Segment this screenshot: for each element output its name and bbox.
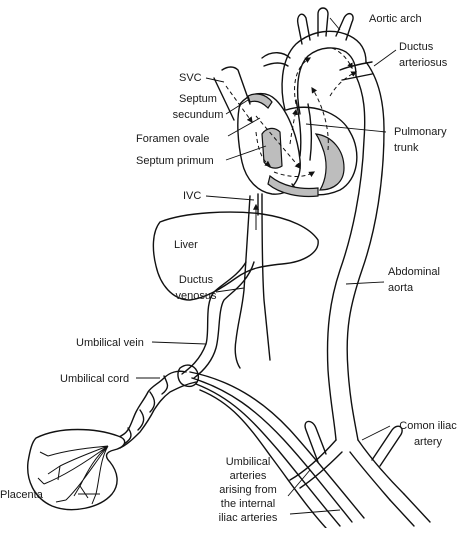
label-ivc: IVC bbox=[183, 190, 201, 202]
iliac-arteries bbox=[289, 420, 431, 527]
label-placenta: Placenta bbox=[0, 489, 44, 501]
flow-arrows bbox=[225, 47, 358, 178]
label-umbilical-arteries-5: iliac arteries bbox=[219, 512, 278, 524]
label-umbilical-arteries-3: arising from bbox=[219, 484, 276, 496]
liver-shape bbox=[152, 211, 319, 301]
label-aortic-arch: Aortic arch bbox=[369, 13, 422, 25]
label-ductus-arteriosus-2: arteriosus bbox=[399, 57, 448, 69]
label-umbilical-arteries-4: the internal bbox=[221, 498, 275, 510]
label-septum-primum: Septum primum bbox=[136, 155, 214, 167]
label-umbilical-cord: Umbilical cord bbox=[60, 373, 129, 385]
label-umbilical-arteries-1: Umbilical bbox=[226, 456, 271, 468]
label-umbilical-vein: Umbilical vein bbox=[76, 337, 144, 349]
umbilical-arteries-vessels bbox=[189, 371, 365, 529]
label-ductus-venosus-2: venosus bbox=[176, 290, 217, 302]
label-ductus-arteriosus-1: Ductus bbox=[399, 41, 434, 53]
placenta bbox=[27, 428, 126, 511]
svc-vessel bbox=[213, 66, 251, 121]
ductus-venosus-vessel bbox=[181, 261, 255, 379]
label-septum-secundum-2: secundum bbox=[173, 109, 224, 121]
pulmonary-trunk-vessel bbox=[295, 99, 313, 161]
label-abdominal-aorta-2: aorta bbox=[388, 282, 414, 294]
label-common-iliac-2: artery bbox=[414, 436, 443, 448]
label-ductus-venosus-1: Ductus bbox=[179, 274, 214, 286]
label-abdominal-aorta-1: Abdominal bbox=[388, 266, 440, 278]
label-pulmonary-trunk-1: Pulmonary bbox=[394, 126, 447, 138]
label-common-iliac-1: Comon iliac bbox=[399, 420, 457, 432]
umbilical-cord bbox=[107, 364, 200, 449]
label-liver: Liver bbox=[174, 239, 198, 251]
label-svc: SVC bbox=[179, 72, 202, 84]
leader-lines bbox=[78, 17, 397, 515]
heart bbox=[237, 93, 358, 198]
aortic-arch-vessel bbox=[281, 7, 385, 441]
label-pulmonary-trunk-2: trunk bbox=[394, 142, 419, 154]
septum-secundum-shape bbox=[247, 93, 273, 109]
label-foramen-ovale: Foramen ovale bbox=[136, 133, 209, 145]
label-umbilical-arteries-2: arteries bbox=[230, 470, 267, 482]
label-septum-secundum-1: Septum bbox=[179, 93, 217, 105]
